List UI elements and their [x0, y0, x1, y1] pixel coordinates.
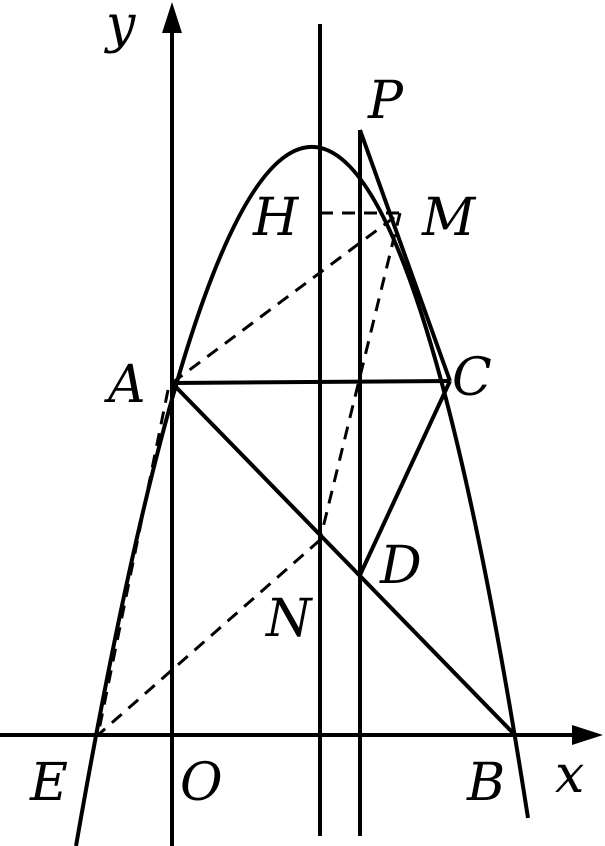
y-axis-arrow [162, 2, 182, 33]
segment-CD [358, 380, 452, 576]
label-point-D: D [379, 536, 422, 596]
label-point-N: N [264, 589, 313, 649]
dashed-AM [171, 211, 401, 385]
label-point-M: M [421, 188, 477, 248]
label-point-P: P [367, 71, 404, 131]
segment-AC [171, 379, 451, 385]
label-x-axis: x [555, 745, 584, 805]
label-point-E: E [29, 753, 68, 813]
x-axis-arrow [572, 725, 603, 745]
label-point-O: O [180, 753, 223, 813]
parabola [74, 145, 530, 846]
segment-AB [170, 381, 517, 737]
dashed-AE [96, 389, 170, 736]
label-point-A: A [104, 355, 146, 415]
label-point-C: C [452, 348, 492, 408]
dashed-MN [318, 212, 402, 541]
label-point-B: B [466, 753, 505, 813]
label-y-axis: y [104, 0, 136, 55]
segment-PC [358, 129, 452, 382]
label-point-H: H [252, 188, 300, 248]
dashed-NE [97, 538, 321, 737]
